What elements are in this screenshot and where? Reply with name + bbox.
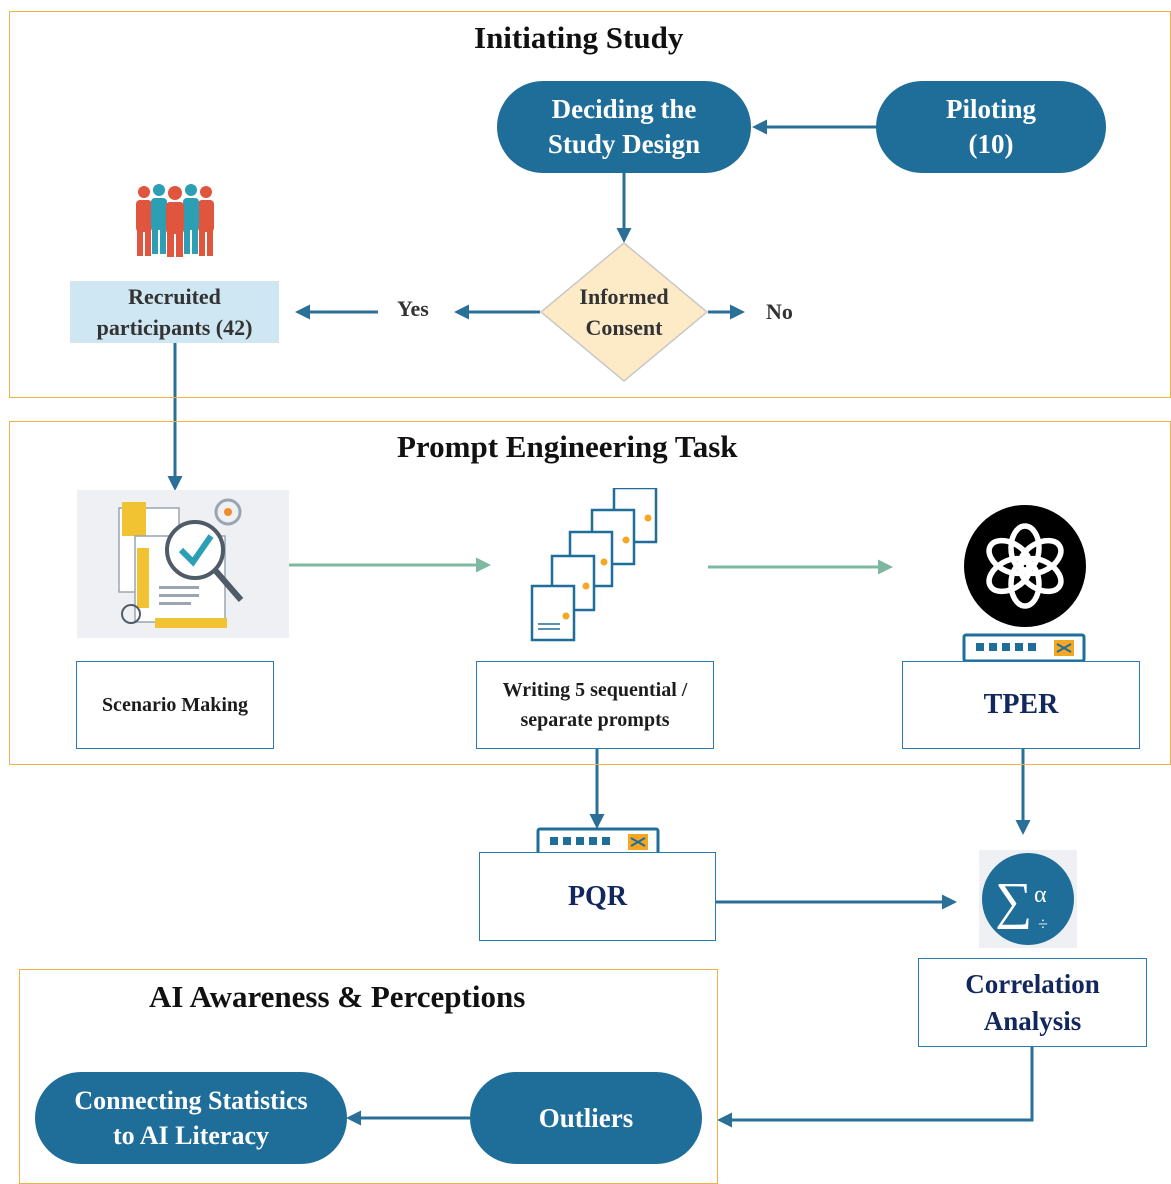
node-connecting-label: Connecting Statistics to AI Literacy: [74, 1086, 308, 1150]
node-correlation-label: Correlation Analysis: [965, 968, 1100, 1036]
stacked-documents-icon: [530, 488, 658, 642]
node-outliers-label: Outliers: [538, 1102, 634, 1133]
node-pqr: PQR: [479, 852, 716, 941]
sigma-statistics-icon: ∑ α ÷: [979, 850, 1077, 948]
node-recruited-label: Recruited participants (42): [96, 284, 253, 340]
node-writing-prompts-label: Writing 5 sequential / separate prompts: [502, 679, 688, 731]
section-title-initiating: Initiating Study: [474, 20, 684, 55]
section-title-ai-awareness: AI Awareness & Perceptions: [149, 979, 526, 1014]
node-informed-consent-diamond: [539, 242, 709, 382]
node-writing-prompts: Writing 5 sequential / separate prompts: [476, 661, 714, 749]
edge-label-yes: Yes: [397, 296, 429, 321]
node-connecting-statistics: Connecting Statistics to AI Literacy: [35, 1072, 347, 1164]
node-piloting: Piloting (10): [876, 81, 1106, 173]
openai-logo-icon: [964, 505, 1086, 627]
section-title-prompt-task: Prompt Engineering Task: [397, 429, 738, 464]
svg-text:÷: ÷: [1038, 914, 1048, 934]
edge-label-no: No: [766, 299, 793, 324]
node-pqr-label: PQR: [567, 880, 628, 912]
people-group-icon: [136, 184, 214, 257]
node-correlation-analysis: Correlation Analysis: [918, 958, 1147, 1047]
node-recruited-participants: Recruited participants (42): [70, 281, 279, 343]
document-checklist-icon: [77, 490, 289, 638]
svg-text:∑: ∑: [995, 873, 1032, 930]
node-tper: TPER: [902, 661, 1140, 749]
node-scenario-making: Scenario Making: [76, 661, 274, 749]
node-piloting-label: Piloting (10): [945, 94, 1036, 159]
node-outliers: Outliers: [470, 1072, 702, 1164]
node-informed-consent-label: Informed Consent: [579, 284, 669, 340]
node-scenario-label: Scenario Making: [101, 693, 249, 716]
node-study-design-label: Deciding the Study Design: [547, 94, 701, 159]
arrow-correlation-to-outliers: [717, 1047, 1034, 1128]
node-tper-label: TPER: [983, 689, 1059, 720]
node-study-design: Deciding the Study Design: [497, 81, 751, 173]
svg-text:α: α: [1034, 882, 1047, 908]
